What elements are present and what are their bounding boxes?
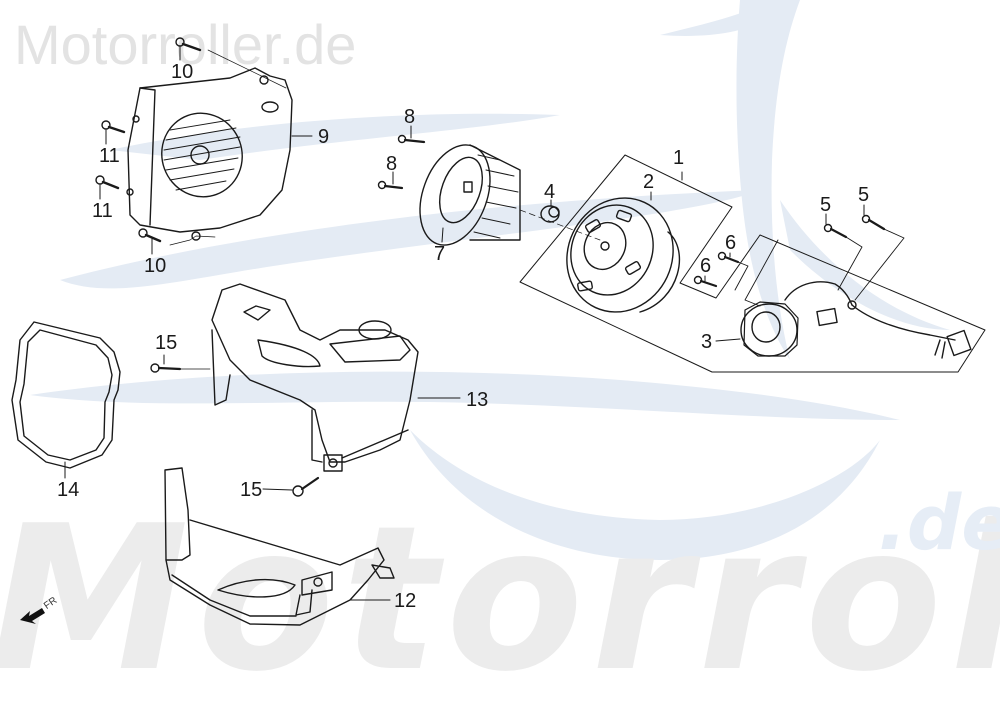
leader-lines bbox=[64, 45, 865, 601]
cylinder-shroud-part bbox=[211, 283, 419, 472]
callout-15a: 15 bbox=[155, 332, 178, 354]
bolt-6-a bbox=[717, 251, 740, 264]
bolt-15-a bbox=[150, 363, 182, 373]
bolt-15-b bbox=[292, 476, 320, 497]
bolt-11-a bbox=[101, 120, 126, 134]
flywheel-rotor-part bbox=[566, 197, 681, 313]
parts-line-art bbox=[11, 37, 986, 626]
lower-shroud-part bbox=[164, 467, 395, 626]
callout-6b: 6 bbox=[700, 255, 712, 277]
stator-coil-part bbox=[740, 281, 972, 359]
callout-14: 14 bbox=[57, 479, 80, 501]
bolt-5-a bbox=[823, 223, 848, 239]
bolt-10-bottom bbox=[138, 228, 162, 243]
callout-2: 2 bbox=[643, 171, 655, 193]
cooling-fan-part bbox=[419, 144, 521, 246]
bolt-8-b bbox=[377, 180, 404, 190]
callout-11b: 11 bbox=[92, 200, 113, 222]
flywheel-nut-part bbox=[540, 205, 560, 223]
callout-4: 4 bbox=[544, 181, 556, 203]
callout-9: 9 bbox=[318, 126, 330, 148]
bolt-6-b bbox=[693, 275, 718, 288]
callout-5b: 5 bbox=[858, 184, 870, 206]
callout-8a: 8 bbox=[404, 106, 416, 128]
callout-10a: 10 bbox=[171, 61, 194, 83]
bolt-5-b bbox=[861, 214, 886, 231]
bolt-11-b bbox=[95, 175, 120, 190]
callout-3: 3 bbox=[701, 331, 713, 353]
callout-8b: 8 bbox=[386, 153, 398, 175]
callout-5a: 5 bbox=[820, 194, 832, 216]
callout-7: 7 bbox=[434, 243, 446, 265]
callout-10b: 10 bbox=[144, 255, 167, 277]
watermark-domain-suffix: .de bbox=[878, 478, 1000, 567]
fan-cover-part bbox=[126, 67, 293, 241]
parts-diagram: Motorroller.de Motorroller .de bbox=[0, 0, 1000, 700]
callout-11a: 11 bbox=[99, 145, 120, 167]
callout-13: 13 bbox=[466, 389, 489, 411]
callout-15b: 15 bbox=[240, 479, 263, 501]
arrow-front-left-icon bbox=[20, 608, 45, 624]
gasket-seal-part bbox=[11, 321, 121, 469]
callout-12: 12 bbox=[394, 590, 417, 612]
callout-6a: 6 bbox=[725, 232, 737, 254]
callout-1: 1 bbox=[673, 147, 685, 169]
bolt-8-a bbox=[397, 134, 426, 144]
